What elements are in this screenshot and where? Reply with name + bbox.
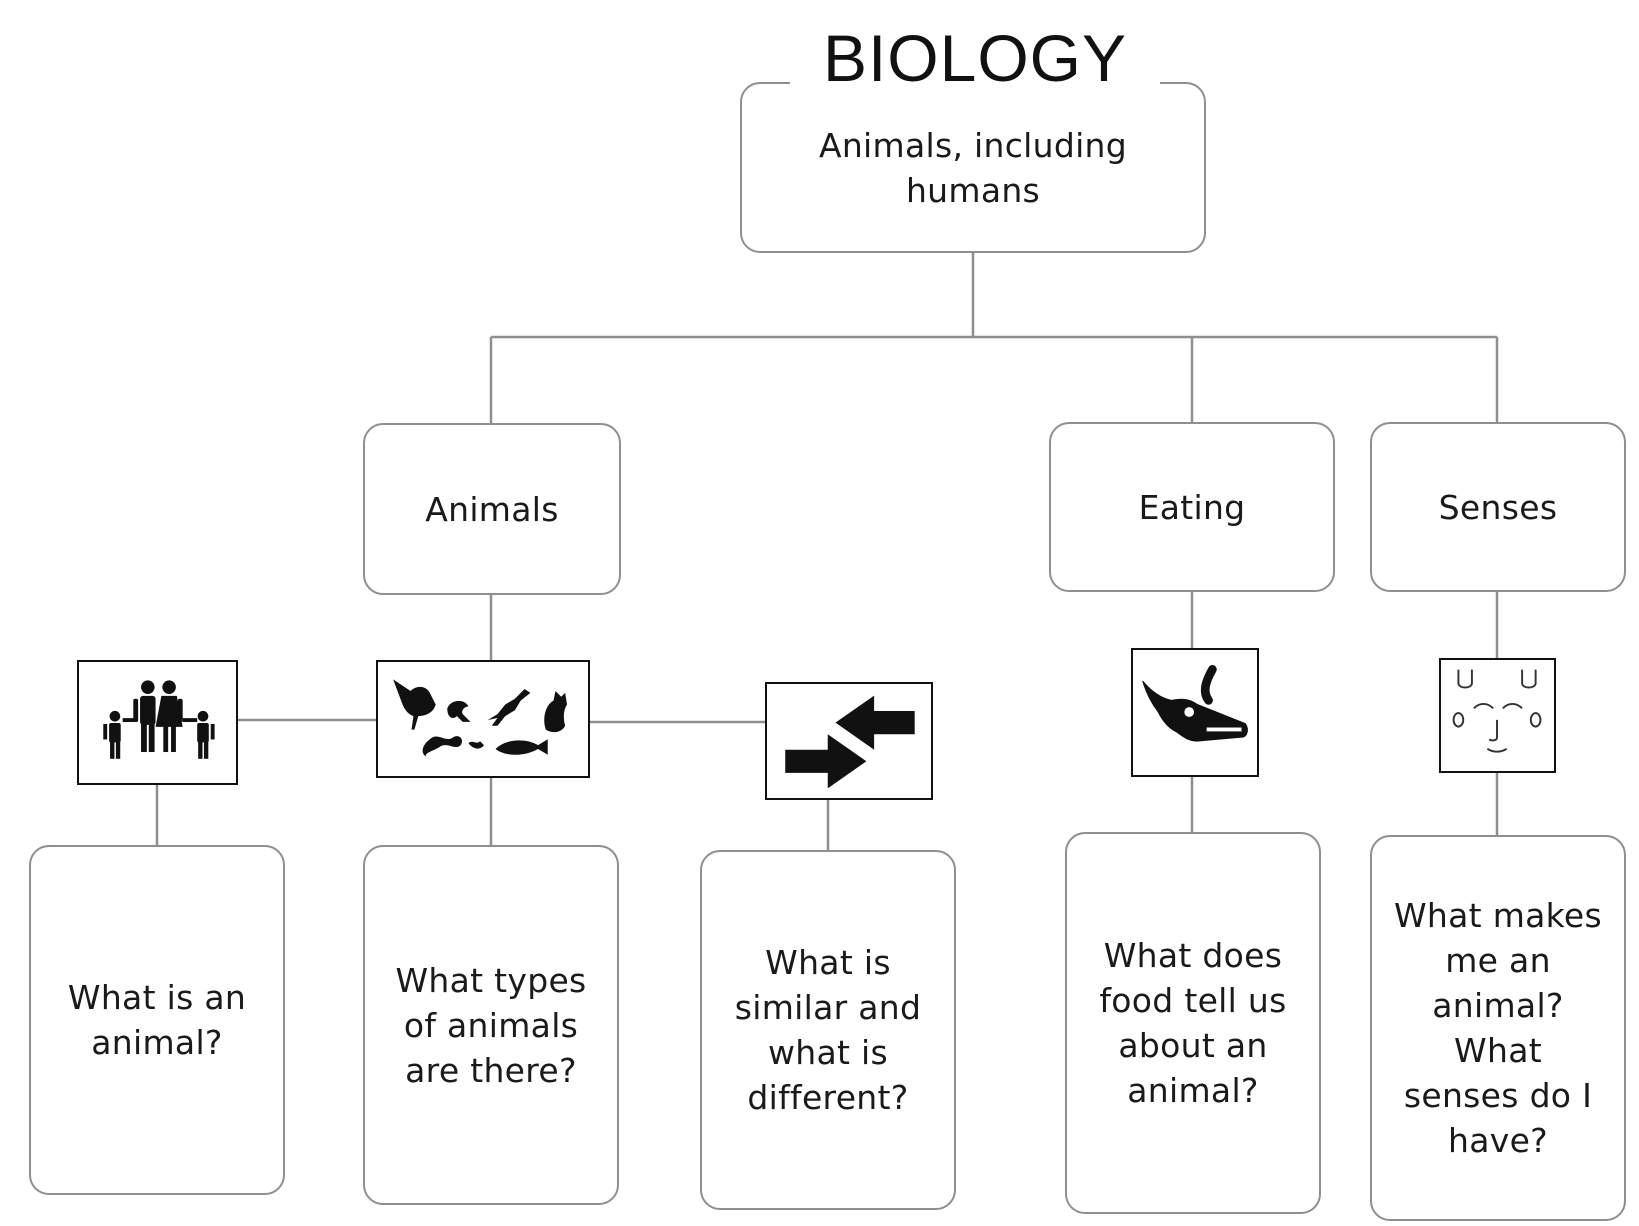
- question-senses: What makes me an animal? What senses do …: [1370, 835, 1626, 1221]
- question-similar-different: What is similar and what is different?: [700, 850, 956, 1210]
- diagram-title: BIOLOGY: [790, 18, 1160, 98]
- animal-silhouettes-icon: [376, 660, 590, 778]
- question-types-of-animals: What types of animals are there?: [363, 845, 619, 1205]
- opposite-arrows-icon: [765, 682, 933, 800]
- question-what-is-an-animal: What is an animal?: [29, 845, 285, 1195]
- question-label: What is an animal?: [67, 978, 247, 1062]
- root-label: Animals, including humans: [818, 125, 1128, 210]
- family-icon: [77, 660, 238, 785]
- question-label: What does food tell us about an animal?: [1099, 936, 1287, 1110]
- question-label: What types of animals are there?: [395, 960, 587, 1090]
- topic-eating: Eating: [1049, 422, 1335, 592]
- topic-label: Senses: [1438, 487, 1558, 527]
- question-label: What is similar and what is different?: [734, 943, 922, 1117]
- question-label: What makes me an animal? What senses do …: [1394, 896, 1602, 1160]
- question-food-tells-us: What does food tell us about an animal?: [1065, 832, 1321, 1214]
- topic-animals: Animals: [363, 423, 621, 595]
- animal-skull-icon: [1131, 648, 1259, 777]
- root-node: Animals, including humans: [740, 82, 1206, 253]
- topic-senses: Senses: [1370, 422, 1626, 592]
- topic-label: Eating: [1138, 487, 1246, 527]
- face-senses-icon: [1439, 658, 1556, 773]
- topic-label: Animals: [425, 489, 559, 529]
